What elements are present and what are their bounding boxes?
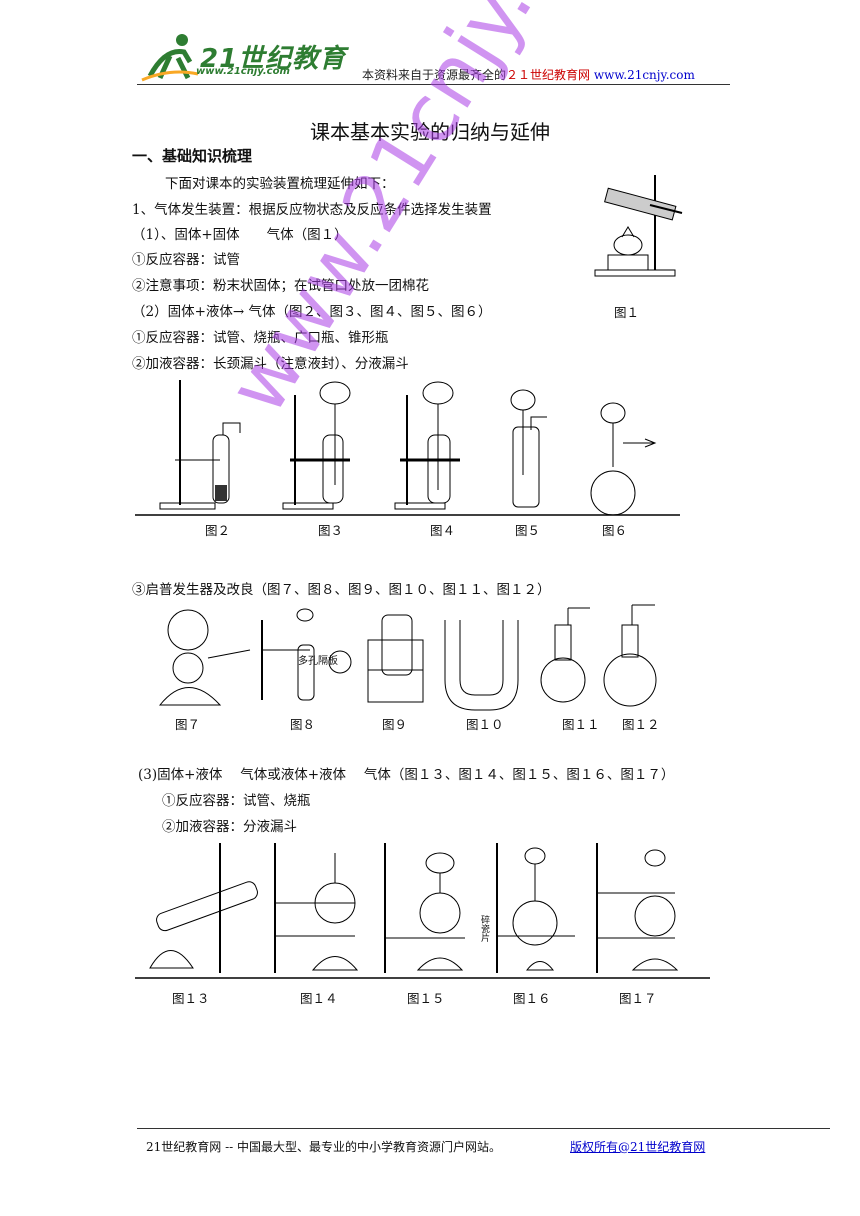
caption-fig4: 图４ [430,523,456,538]
logo-text: 21世纪教育 [200,44,347,74]
header-note: 本资料来自于资源最齐全的２１世纪教育网 www.21cnjy.com [362,66,695,83]
text-intro: 下面对课本的实验装置梳理延伸如下： [165,176,395,192]
site-logo [140,28,350,88]
text-l2: （1）、固体+固体 气体（图１） [132,227,348,243]
caption-fig9: 图９ [382,717,408,732]
page-title: 课本基本实验的归纳与延伸 [310,120,550,144]
label-porous-plate: 多孔隔板 [298,656,338,667]
text-l5: （2）固体+液体→ 气体（图２、图３、图４、图５、图６） [132,304,492,320]
caption-fig14: 图１４ [300,991,338,1006]
text-l8: ③启普发生器及改良（图７、图８、图９、图１０、图１１、图１２） [132,582,551,598]
text-l6: ①反应容器：试管、烧瓶、广口瓶、锥形瓶 [132,330,389,346]
header-note-prefix: 本资料来自于资源最齐全的 [362,68,507,82]
footer-divider [137,1128,830,1129]
figures-row-2 [150,600,680,712]
caption-fig5: 图５ [515,523,541,538]
header-note-url[interactable]: www.21cnjy.com [593,68,695,82]
caption-fig12: 图１２ [622,717,660,732]
runner-logo-icon [141,34,199,82]
figures-row-3 [135,838,715,983]
text-l10: ①反应容器：试管、烧瓶 [162,793,311,809]
label-fig16: 碎瓷片 [479,915,489,942]
figure-1-apparatus [590,165,690,285]
caption-fig3: 图３ [318,523,344,538]
figures-row-1 [135,375,695,520]
caption-fig15: 图１５ [407,991,445,1006]
caption-fig16: 图１６ [513,991,551,1006]
caption-fig2: 图２ [205,523,231,538]
caption-fig10: 图１０ [466,717,504,732]
caption-fig8: 图８ [290,717,316,732]
text-l7: ②加液容器：长颈漏斗（注意液封）、分液漏斗 [132,356,409,372]
header-note-site[interactable]: ２１世纪教育网 [506,68,591,82]
caption-fig7: 图７ [175,717,201,732]
caption-fig11: 图１１ [562,717,600,732]
header-divider [137,84,730,85]
logo-url: www.21cnjy.com [196,66,290,77]
caption-fig1: 图１ [614,305,640,320]
text-l3: ①反应容器：试管 [132,252,240,268]
section-heading: 一、基础知识梳理 [132,147,253,165]
caption-fig13: 图１３ [172,991,210,1006]
caption-fig6: 图６ [602,523,628,538]
text-l9: (3)固体+液体 气体或液体+液体 气体（图１３、图１４、图１５、图１６、图１７… [138,767,675,783]
text-l1: 1、气体发生装置：根据反应物状态及反应条件选择发生装置 [132,202,492,218]
footer-text: 21世纪教育网 -- 中国最大型、最专业的中小学教育资源门户网站。 [146,1140,502,1154]
footer-copyright-link[interactable]: 版权所有@21世纪教育网 [570,1140,706,1154]
text-l11: ②加液容器：分液漏斗 [162,819,297,835]
text-l4: ②注意事项：粉末状固体；在试管口处放一团棉花 [132,278,429,294]
caption-fig17: 图１７ [619,991,657,1006]
